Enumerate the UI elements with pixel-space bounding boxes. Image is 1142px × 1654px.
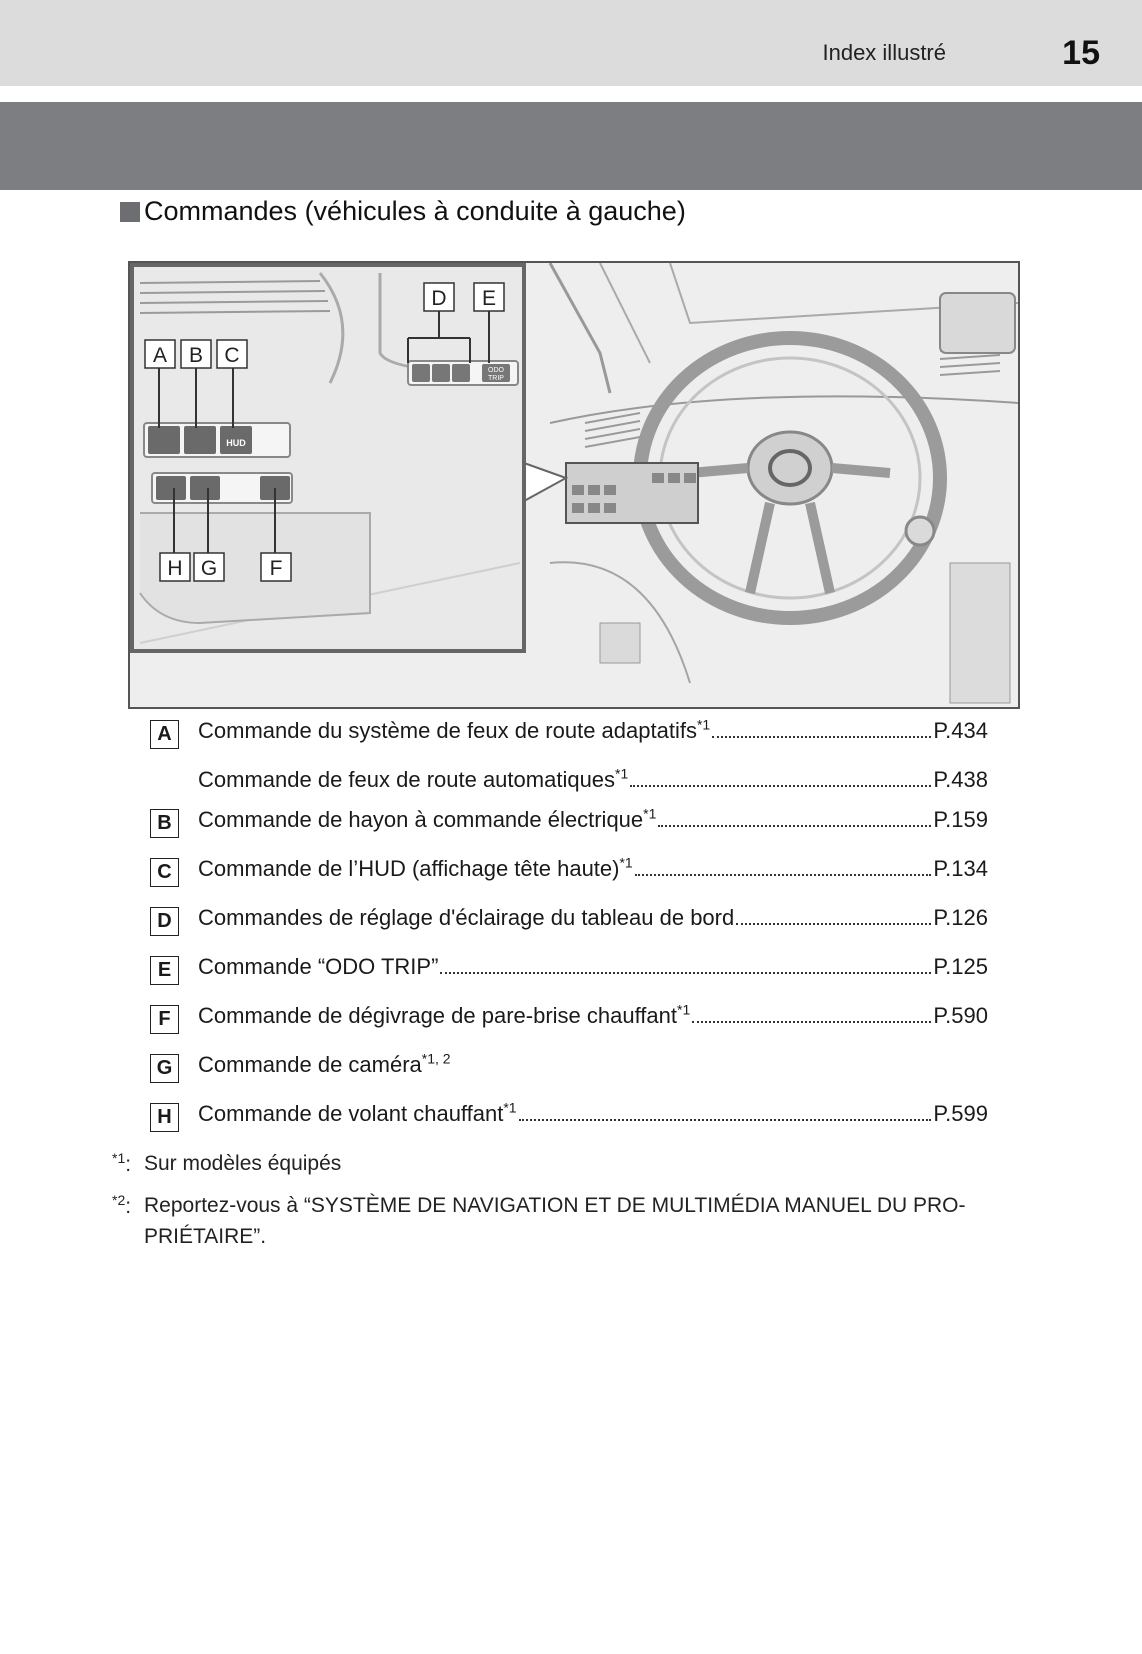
list-item: E Commande “ODO TRIP” P.125 <box>150 952 988 1001</box>
footnote-text: Reportez-vous à “SYSTÈME DE NAVIGATION E… <box>144 1193 966 1249</box>
list-item: H Commande de volant chauffant*1 P.599 <box>150 1099 988 1148</box>
item-text: Commande de feux de route automatiques <box>198 767 616 792</box>
list-item: A Commande du système de feux de route a… <box>150 716 988 765</box>
item-letter: F <box>150 1005 179 1034</box>
callout-de: D E <box>423 282 505 312</box>
item-letter: C <box>150 858 179 887</box>
footnotes: *1: Sur modèles équipés *2: Reportez-vou… <box>112 1148 1012 1263</box>
callout-d: D <box>431 287 446 310</box>
leader-dots <box>692 1020 932 1023</box>
list-item: Commande de feux de route automatiques*1… <box>150 765 988 805</box>
header-band <box>0 0 1142 86</box>
item-text: Commande de caméra <box>198 1052 422 1077</box>
callout-hgf: H G F <box>159 552 292 582</box>
chapter-band <box>0 102 1142 190</box>
page-reference[interactable]: P.438 <box>933 767 988 792</box>
footnote-mark: *1 <box>112 1150 126 1166</box>
item-footnote-mark: *1 <box>643 805 657 822</box>
list-item: D Commandes de réglage d'éclairage du ta… <box>150 903 988 952</box>
item-text: Commande de dégivrage de pare-brise chau… <box>198 1003 678 1028</box>
callout-c: C <box>224 344 239 367</box>
item-footnote-mark: *1 <box>696 716 711 733</box>
controls-illustration: HUD ODO TRIP A <box>128 261 1020 709</box>
item-letter: B <box>150 809 179 838</box>
page-reference[interactable]: P.590 <box>933 1003 988 1028</box>
item-text: Commande de volant chauffant <box>198 1101 504 1126</box>
item-footnote-mark: *1 <box>677 1001 691 1018</box>
callout-abc: A B C <box>144 339 248 369</box>
list-item: C Commande de l’HUD (affichage tête haut… <box>150 854 988 903</box>
page-number: 15 <box>1062 34 1100 72</box>
controls-list: A Commande du système de feux de route a… <box>150 716 988 1148</box>
item-text: Commande “ODO TRIP” <box>198 954 439 979</box>
item-footnote-mark: *1 <box>615 765 629 782</box>
callout-e: E <box>482 287 496 310</box>
odo-button-label: ODO <box>488 367 505 374</box>
dashboard-drawing: HUD ODO TRIP A <box>130 263 1018 707</box>
leader-dots <box>736 922 932 925</box>
list-item: G Commande de caméra*1, 2 <box>150 1050 988 1099</box>
item-text: Commande de l’HUD (affichage tête haute) <box>198 856 620 881</box>
page-reference[interactable]: P.159 <box>933 807 988 832</box>
page-reference[interactable]: P.599 <box>933 1101 988 1126</box>
page-reference[interactable]: P.434 <box>933 718 988 743</box>
leader-dots <box>658 824 932 827</box>
page-heading: Commandes (véhicules à conduite à gauche… <box>120 196 686 227</box>
item-letter: H <box>150 1103 179 1132</box>
item-text: Commande de hayon à commande électrique <box>198 807 644 832</box>
page-reference[interactable]: P.134 <box>933 856 988 881</box>
item-footnote-mark: *1 <box>503 1099 517 1116</box>
trip-button-label: TRIP <box>488 375 504 382</box>
item-text: Commande du système de feux de route ada… <box>198 718 697 743</box>
section-title: Index illustré <box>822 40 946 65</box>
footnote-text: Sur modèles équipés <box>144 1152 342 1175</box>
item-text: Commandes de réglage d'éclairage du tabl… <box>198 905 735 930</box>
callout-f: F <box>270 557 283 580</box>
heading-text: Commandes (véhicules à conduite à gauche… <box>144 196 686 226</box>
footnote-separator: : <box>125 1194 132 1218</box>
page-reference[interactable]: P.126 <box>933 905 988 930</box>
leader-dots <box>712 735 932 738</box>
list-item: B Commande de hayon à commande électriqu… <box>150 805 988 854</box>
item-footnote-mark: *1, 2 <box>421 1050 451 1067</box>
footnote-mark: *2 <box>112 1191 126 1208</box>
leader-dots <box>634 873 932 876</box>
list-item: F Commande de dégivrage de pare-brise ch… <box>150 1001 988 1050</box>
item-letter: D <box>150 907 179 936</box>
page-reference[interactable]: P.125 <box>933 954 988 979</box>
footnote-separator: : <box>125 1153 132 1176</box>
item-letter: A <box>150 720 179 749</box>
callout-b: B <box>189 344 203 367</box>
leader-dots <box>518 1118 932 1121</box>
item-footnote-mark: *1 <box>619 854 633 871</box>
item-letter: G <box>150 1054 179 1083</box>
footnote: *1: Sur modèles équipés <box>112 1148 1012 1180</box>
callout-a: A <box>153 344 167 367</box>
heading-square-icon <box>120 201 140 222</box>
leader-dots <box>440 971 932 974</box>
footnote: *2: Reportez-vous à “SYSTÈME DE NAVIGATI… <box>112 1190 1012 1253</box>
hud-button-label: HUD <box>226 438 246 448</box>
callout-h: H <box>167 557 182 580</box>
callout-g: G <box>201 557 217 580</box>
item-letter: E <box>150 956 179 985</box>
leader-dots <box>630 784 932 787</box>
